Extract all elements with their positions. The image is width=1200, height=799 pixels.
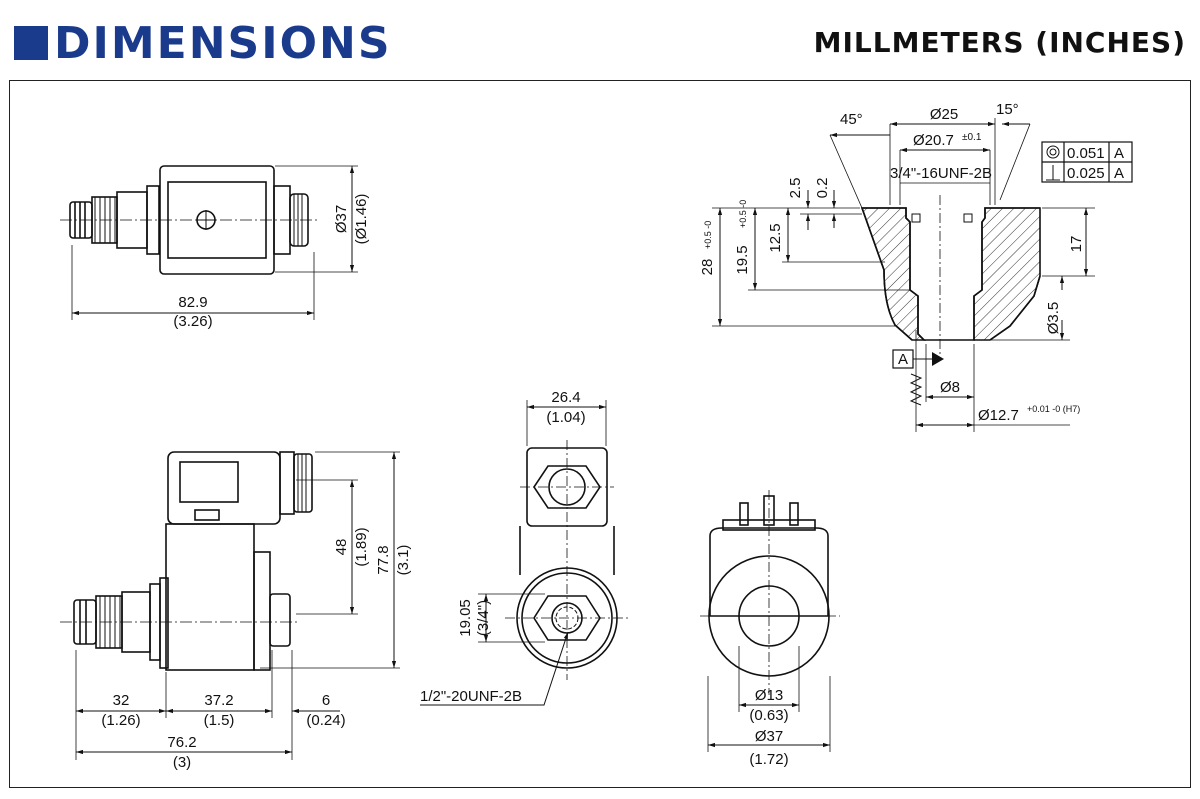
coil-width-mm: Ø37	[755, 728, 783, 745]
front-nut-in: (3/4")	[475, 600, 492, 636]
top-dia-mm: Ø37	[333, 205, 350, 233]
front-width-in: (1.04)	[546, 409, 585, 426]
cavity-dim-28: 28	[699, 259, 716, 276]
cavity-dim-25: 2.5	[787, 178, 804, 199]
units-label: MILLMETERS (INCHES)	[813, 26, 1186, 59]
side-d1-mm: 32	[113, 692, 130, 709]
side-d3-in: (0.24)	[306, 712, 345, 729]
front-view	[420, 400, 630, 706]
cavity-dia-mid: Ø20.7	[913, 132, 954, 149]
side-h1-in: (1.89)	[353, 527, 370, 566]
header-title: DIMENSIONS	[14, 17, 392, 69]
cavity-angle-right: 15°	[996, 101, 1019, 118]
side-d2-mm: 37.2	[204, 692, 233, 709]
side-h2-mm: 77.8	[375, 545, 392, 574]
side-h2-in: (3.1)	[395, 545, 412, 576]
tol1-value: 0.051	[1067, 145, 1105, 162]
tol2-value: 0.025	[1067, 165, 1105, 182]
cavity-dia-127-tol: +0.01 -0 (H7)	[1027, 404, 1080, 414]
side-h1-mm: 48	[333, 539, 350, 556]
top-length-mm: 82.9	[178, 294, 207, 311]
cavity-section	[712, 118, 1133, 432]
cavity-angle-left: 45°	[840, 111, 863, 128]
front-nut-mm: 19.05	[457, 599, 474, 637]
title-square-icon	[14, 26, 48, 60]
front-width-mm: 26.4	[551, 389, 580, 406]
coil-width-in: (1.72)	[749, 751, 788, 768]
coil-bore-in: (0.63)	[749, 707, 788, 724]
cavity-dim-195: 19.5	[734, 245, 751, 274]
side-d1-in: (1.26)	[101, 712, 140, 729]
cavity-dim-28-tol: +0.5 -0	[703, 221, 713, 249]
cavity-thread: 3/4"-16UNF-2B	[890, 165, 992, 182]
top-length-in: (3.26)	[173, 313, 212, 330]
page-title: DIMENSIONS	[54, 17, 392, 69]
tol2-ref: A	[1114, 165, 1124, 182]
cavity-dia-127: Ø12.7	[978, 407, 1019, 424]
side-total-mm: 76.2	[167, 734, 196, 751]
cavity-dia-mid-tol: ±0.1	[962, 132, 982, 143]
cavity-dim-02: 0.2	[814, 178, 831, 199]
front-thread: 1/2"-20UNF-2B	[420, 688, 522, 705]
top-view	[60, 165, 358, 320]
cavity-dim-35: Ø3.5	[1045, 302, 1062, 335]
cavity-dia-8: Ø8	[940, 379, 960, 396]
cavity-dia-top: Ø25	[930, 106, 958, 123]
top-dia-in: (Ø1.46)	[353, 194, 370, 245]
datum-label: A	[898, 351, 908, 368]
coil-view	[700, 490, 840, 752]
side-d3-mm: 6	[322, 692, 330, 709]
tol1-ref: A	[1114, 145, 1124, 162]
drawing-frame	[9, 80, 1191, 788]
coil-bore-mm: Ø13	[755, 687, 783, 704]
side-d2-in: (1.5)	[204, 712, 235, 729]
cavity-dim-17: 17	[1068, 236, 1085, 253]
side-total-in: (3)	[173, 754, 191, 771]
cavity-dim-125: 12.5	[767, 223, 784, 252]
side-view	[60, 451, 400, 760]
cavity-dim-195-tol: +0.5 -0	[738, 200, 748, 228]
